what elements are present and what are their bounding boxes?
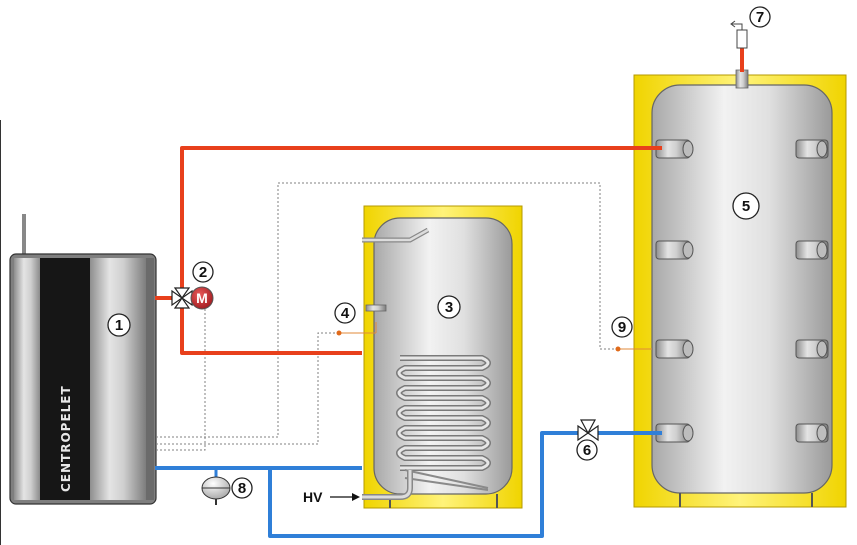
buffer-tank [633,69,847,508]
badge-8: 8 [231,477,253,499]
buffer-temperature-sensor [615,346,652,352]
expansion-vessel [201,476,231,505]
badge-1: 1 [107,313,131,337]
heat-exchanger-coil [396,355,491,491]
hot-supply-pipe [155,146,662,420]
cold-water-inlet: HV [303,489,360,505]
badge-2: 2 [192,261,214,283]
sensor-wires [156,182,616,451]
hv-label: HV [303,489,323,505]
svg-text:6: 6 [583,442,591,459]
svg-text:7: 7 [756,9,764,26]
svg-text:9: 9 [618,319,626,336]
boiler-brand-label: CENTROPELET [59,385,73,492]
svg-text:4: 4 [341,305,350,322]
buffer-ports [655,139,829,443]
pellet-boiler: CENTROPELET [9,214,157,505]
valve-motor-label: M [196,290,208,306]
badge-5: 5 [732,192,760,220]
cold-return-pipe [155,431,662,538]
tank-temperature-sensor [336,322,377,336]
badge-7: 7 [749,6,771,28]
badge-6: 6 [576,439,598,461]
motorized-valve: M [171,286,214,310]
mixing-valve [577,419,599,442]
svg-text:5: 5 [742,198,750,215]
svg-text:1: 1 [115,317,123,334]
valve-motor [190,286,214,310]
badge-3: 3 [437,295,461,319]
svg-text:3: 3 [445,299,453,316]
boiler-front-panel [40,258,90,500]
svg-text:2: 2 [199,264,207,281]
svg-text:8: 8 [238,480,246,497]
badge-9: 9 [611,316,633,338]
badge-4: 4 [334,302,356,324]
air-vent [730,20,748,72]
hot-water-tank [362,205,523,509]
